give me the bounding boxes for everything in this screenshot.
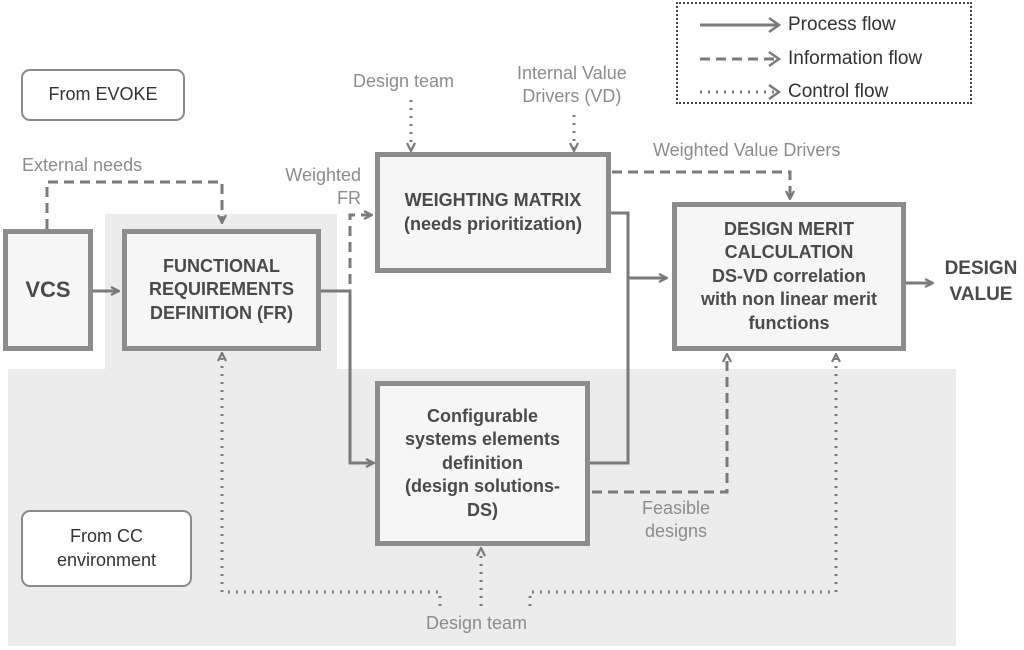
dotted-arrow-icon [700,83,782,101]
internal-vd-label: Internal Value Drivers (VD) [517,63,627,107]
design-team-bottom-label: Design team [426,613,528,633]
vcs-box: VCS [3,229,93,351]
configurable-label: Configurable systems elements definition… [404,406,561,520]
weighted-fr-label: Weighted FR [285,165,361,209]
feasible-designs-arrow [592,355,727,494]
legend-information-label: Information flow [788,48,923,69]
legend-control: Control flow [678,77,970,107]
merit-calculation-label: DESIGN MERIT CALCULATION DS-VD correlati… [700,219,878,333]
from-cc-tag: From CC environment [21,510,192,587]
legend-process: Process flow [678,10,970,40]
weighted-vd-arrow [612,170,790,198]
feasible-designs-label: Feasible designs [642,498,711,542]
legend: Process flow Information flow Control fl… [676,2,972,104]
fr-box: FUNCTIONAL REQUIREMENTS DEFINITION (FR) [122,229,321,351]
from-cc-label: From CC environment [56,526,157,570]
from-evoke-label: From EVOKE [48,84,158,105]
legend-control-label: Control flow [788,81,889,102]
dashed-arrow-icon [700,50,782,68]
weighting-to-merit-arrow [590,211,630,465]
design-team-top-label: Design team [353,71,455,91]
external-needs-label: External needs [22,155,143,175]
weighted-fr-arrow [348,215,371,284]
from-evoke-tag: From EVOKE [21,69,185,121]
solid-arrow-icon [700,16,782,34]
design-value-output: DESIGN VALUE [944,258,1018,305]
fr-to-configurable-arrow [320,289,373,463]
vcs-label: VCS [25,276,71,302]
configurable-box: Configurable systems elements definition… [375,381,590,546]
external-needs-arrow [45,180,222,229]
weighting-matrix-box: WEIGHTING MATRIX (needs prioritization) [375,152,611,273]
weighting-matrix-label: WEIGHTING MATRIX (needs prioritization) [403,190,582,234]
legend-process-label: Process flow [788,14,896,35]
legend-information: Information flow [678,44,970,74]
merit-calculation-box: DESIGN MERIT CALCULATION DS-VD correlati… [672,202,906,351]
fr-label: FUNCTIONAL REQUIREMENTS DEFINITION (FR) [148,255,294,323]
weighted-vd-label: Weighted Value Drivers [653,140,841,160]
